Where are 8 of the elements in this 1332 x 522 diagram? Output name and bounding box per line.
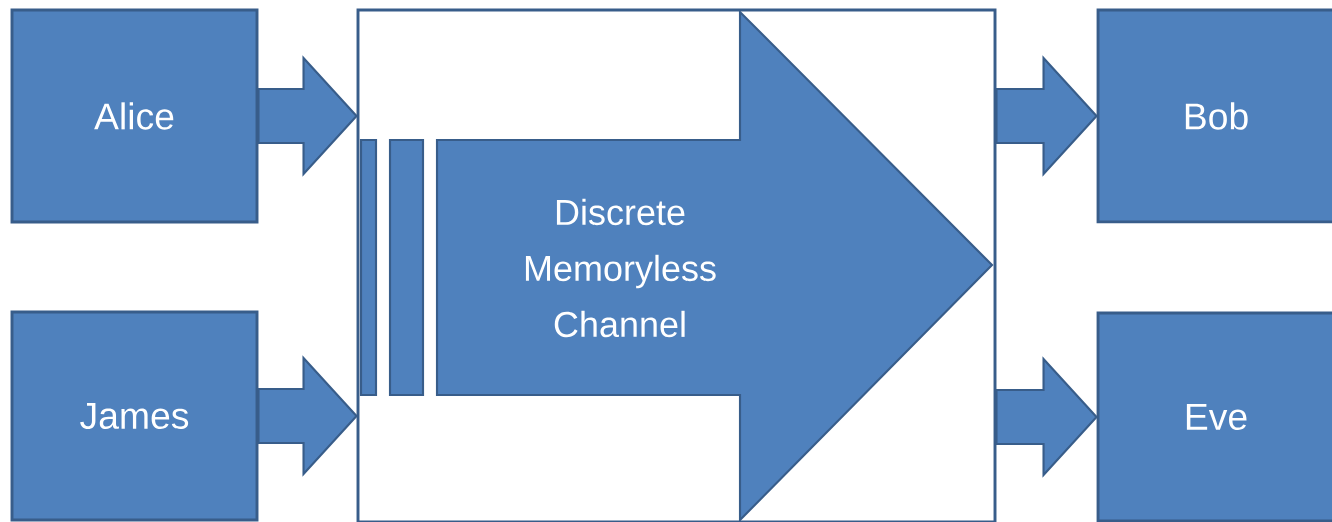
block-arrow: [257, 355, 358, 477]
block-arrow: [995, 55, 1098, 177]
person-box: James: [10, 310, 259, 522]
person-box: Eve: [1096, 311, 1332, 522]
block-arrow: [995, 356, 1098, 478]
person-box: Alice: [10, 8, 259, 224]
person-box: Bob: [1096, 8, 1332, 224]
block-arrow: [257, 55, 358, 177]
